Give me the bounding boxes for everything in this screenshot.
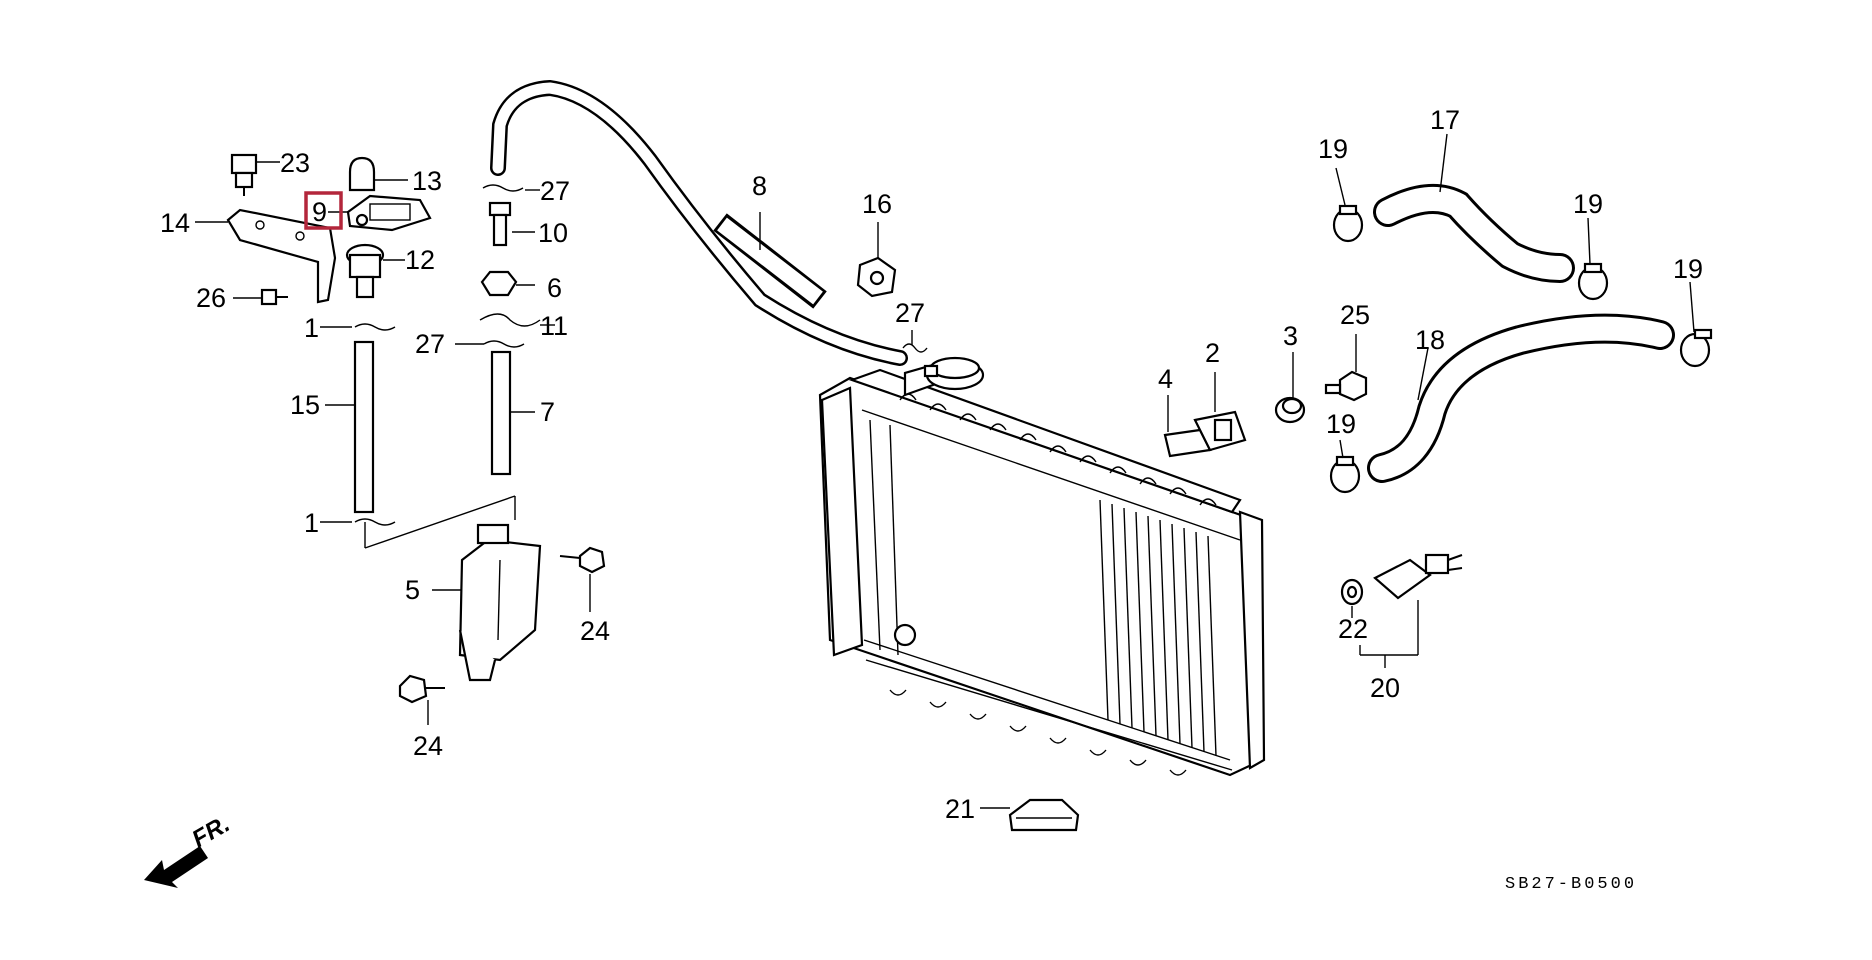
highlight-box[interactable] (304, 191, 343, 230)
label-25: 25 (1340, 300, 1370, 330)
label-16: 16 (862, 189, 892, 219)
label-13: 13 (412, 166, 442, 196)
tube-clip-lower[interactable] (354, 518, 396, 526)
tube-clip-upper[interactable] (354, 323, 396, 331)
label-5: 5 (405, 575, 420, 605)
label-4: 4 (1158, 364, 1173, 394)
bolt[interactable] (260, 288, 288, 306)
overflow-hose[interactable] (490, 79, 908, 366)
upper-bracket[interactable] (1193, 410, 1247, 452)
grommet[interactable] (348, 156, 376, 192)
bracket[interactable] (226, 208, 337, 304)
label-19-a: 19 (1318, 134, 1348, 164)
hose-clamp-4[interactable] (1329, 455, 1361, 494)
leader-lines (195, 133, 1695, 809)
label-27-mid: 27 (415, 329, 445, 359)
reservoir-cap-fitting[interactable] (345, 243, 385, 299)
siphon-tube[interactable] (353, 340, 375, 514)
label-1-upper: 1 (304, 313, 319, 343)
diagram-code: SB27-B0500 (1505, 875, 1637, 894)
label-6: 6 (547, 273, 562, 303)
label-19-b: 19 (1573, 189, 1603, 219)
label-8: 8 (752, 171, 767, 201)
thermo-switch[interactable] (1373, 553, 1463, 600)
label-14: 14 (160, 208, 190, 238)
washer[interactable] (1340, 578, 1364, 606)
front-direction-arrow: FR. (144, 810, 234, 888)
radiator[interactable] (818, 363, 1266, 777)
label-19-d: 19 (1326, 409, 1356, 439)
label-22: 22 (1338, 614, 1368, 644)
label-23: 23 (280, 148, 310, 178)
label-1-lower: 1 (304, 508, 319, 538)
drain-plug[interactable] (1274, 396, 1306, 424)
hose-clip-b[interactable] (483, 340, 525, 348)
hose-clamp-2[interactable] (1577, 262, 1609, 301)
part-labels: 23 13 9 14 12 26 1 15 1 27 10 6 11 27 7 … (160, 105, 1703, 824)
label-26: 26 (196, 283, 226, 313)
label-10: 10 (538, 218, 568, 248)
reserve-tank[interactable] (458, 523, 542, 682)
label-24-lower: 24 (413, 731, 443, 761)
upper-radiator-hose[interactable] (1373, 183, 1575, 283)
label-2: 2 (1205, 338, 1220, 368)
label-7: 7 (540, 397, 555, 427)
label-11: 11 (540, 311, 568, 341)
flange-bolt-lower[interactable] (398, 674, 445, 704)
flange-bolt-upper[interactable] (559, 546, 606, 574)
label-21: 21 (945, 794, 975, 824)
stay-plate[interactable] (346, 194, 432, 232)
flange-bolt[interactable] (230, 153, 258, 196)
leader-lines-tank (364, 495, 516, 549)
label-18: 18 (1415, 325, 1445, 355)
label-15: 15 (290, 390, 320, 420)
hose-clamp-3[interactable] (1679, 328, 1713, 368)
front-label: FR. (188, 810, 235, 853)
label-27-upper: 27 (540, 176, 570, 206)
reserve-tube[interactable] (490, 350, 512, 476)
label-19-c: 19 (1673, 254, 1703, 284)
lower-radiator-hose[interactable] (1367, 313, 1675, 483)
hose-clamp-1[interactable] (1332, 204, 1364, 243)
label-12: 12 (405, 245, 435, 275)
hose-clip-c[interactable] (902, 343, 928, 353)
hose-clamp-16[interactable] (856, 256, 897, 298)
label-24-right: 24 (580, 616, 610, 646)
hose-clip-a[interactable] (482, 184, 524, 192)
lower-cushion[interactable] (1008, 798, 1080, 832)
label-9: 9 (312, 197, 327, 227)
label-3: 3 (1283, 321, 1298, 351)
label-20: 20 (1370, 673, 1400, 703)
label-17: 17 (1430, 105, 1460, 135)
wire-clip[interactable] (479, 313, 541, 327)
radiator-cap[interactable] (923, 356, 985, 391)
label-27-center: 27 (895, 298, 925, 328)
drain-bolt[interactable] (1324, 370, 1368, 402)
nut[interactable] (480, 270, 518, 297)
collar-bolt[interactable] (488, 201, 512, 247)
